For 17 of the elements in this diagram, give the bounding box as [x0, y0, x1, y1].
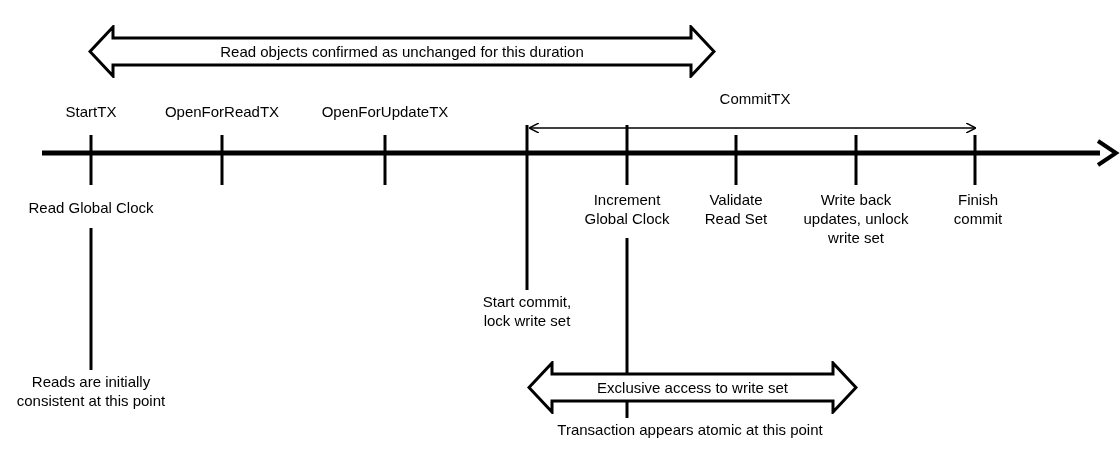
arrow-label: Exclusive access to write set [596, 377, 789, 397]
timeline-label: OpenForUpdateTX [320, 102, 450, 121]
double-block-arrow [527, 361, 858, 414]
timeline-label: StartTX [64, 102, 118, 121]
timeline-label: Reads are initially consistent at this point [11, 372, 171, 410]
timeline-label: Read Global Clock [6, 198, 176, 217]
timeline-label: Increment Global Clock [572, 190, 682, 228]
timeline-label: Start commit, lock write set [481, 292, 573, 330]
timeline-label: Transaction appears atomic at this point [520, 420, 860, 439]
timeline-label: OpenForReadTX [163, 102, 281, 121]
timeline-label: Write back updates, unlock write set [802, 190, 910, 247]
timeline-label: Finish commit [952, 190, 1004, 228]
arrow-label: Read objects confirmed as unchanged for this duration [219, 41, 585, 61]
double-block-arrow [88, 25, 716, 78]
leader-line [89, 228, 93, 370]
timeline-label: CommitTX [718, 89, 792, 108]
timeline-label: Validate Read Set [703, 190, 769, 228]
